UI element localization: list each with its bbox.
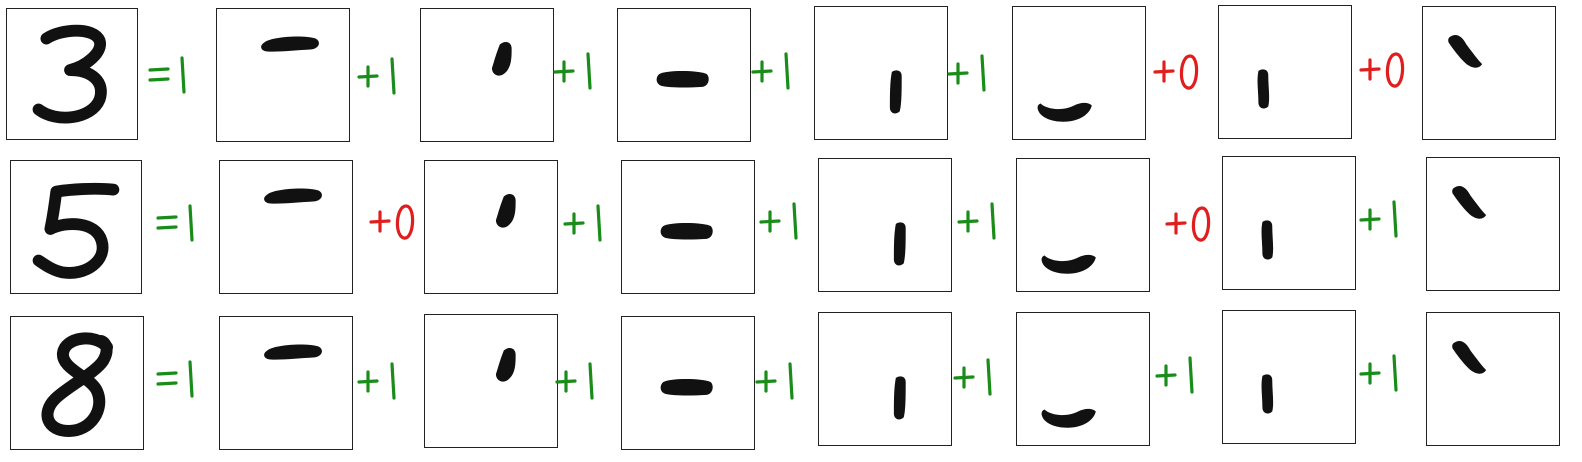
plus-one-sign bbox=[759, 196, 808, 244]
stroke-tile-corner-hook bbox=[1422, 6, 1556, 140]
plus-one-sign bbox=[1359, 194, 1408, 242]
stroke-tile-bottom-curve bbox=[1016, 158, 1150, 292]
stroke-tile-left-bar bbox=[1222, 310, 1356, 444]
stroke-tile-lower-bar bbox=[818, 158, 952, 292]
stroke-tile-bottom-curve bbox=[1016, 312, 1150, 446]
stroke-tile-upper-tick bbox=[420, 8, 554, 142]
plus-zero-sign bbox=[1165, 198, 1214, 246]
plus-one-sign bbox=[555, 356, 604, 404]
stroke-tile-bottom-curve bbox=[1012, 6, 1146, 140]
plus-one-sign bbox=[357, 51, 406, 99]
stroke-tile-middle-dash bbox=[621, 160, 755, 294]
stroke-tile-corner-hook bbox=[1426, 157, 1560, 291]
plus-one-sign bbox=[553, 46, 602, 94]
stroke-tile-top-dash bbox=[219, 316, 353, 450]
plus-one-sign bbox=[755, 356, 804, 404]
stroke-tile-middle-dash bbox=[621, 316, 755, 450]
stroke-tile-lower-bar bbox=[818, 312, 952, 446]
plus-one-sign bbox=[563, 198, 612, 246]
plus-zero-sign bbox=[369, 196, 418, 244]
digit-image: 5 bbox=[10, 160, 142, 294]
plus-one-sign bbox=[357, 356, 406, 404]
equals-total bbox=[156, 198, 204, 246]
plus-zero-sign bbox=[1153, 46, 1202, 94]
stroke-tile-left-bar bbox=[1218, 5, 1352, 139]
digit-image: 3 bbox=[6, 8, 138, 140]
plus-zero-sign bbox=[1359, 44, 1408, 92]
stroke-tile-middle-dash bbox=[617, 8, 751, 142]
plus-one-sign bbox=[1155, 350, 1204, 398]
plus-one-sign bbox=[957, 196, 1006, 244]
stroke-tile-upper-tick bbox=[424, 160, 558, 294]
equals-total bbox=[148, 50, 196, 98]
stroke-tile-top-dash bbox=[216, 8, 350, 142]
stroke-tile-top-dash bbox=[219, 160, 353, 294]
stroke-tile-corner-hook bbox=[1426, 312, 1560, 446]
plus-one-sign bbox=[751, 46, 800, 94]
stroke-tile-lower-bar bbox=[814, 6, 948, 140]
plus-one-sign bbox=[1359, 348, 1408, 396]
equals-total bbox=[156, 354, 204, 402]
digit-image: 8 bbox=[10, 316, 144, 450]
stroke-tile-left-bar bbox=[1222, 156, 1356, 290]
stroke-tile-upper-tick bbox=[424, 314, 558, 448]
plus-one-sign bbox=[953, 352, 1002, 400]
plus-one-sign bbox=[947, 48, 996, 96]
